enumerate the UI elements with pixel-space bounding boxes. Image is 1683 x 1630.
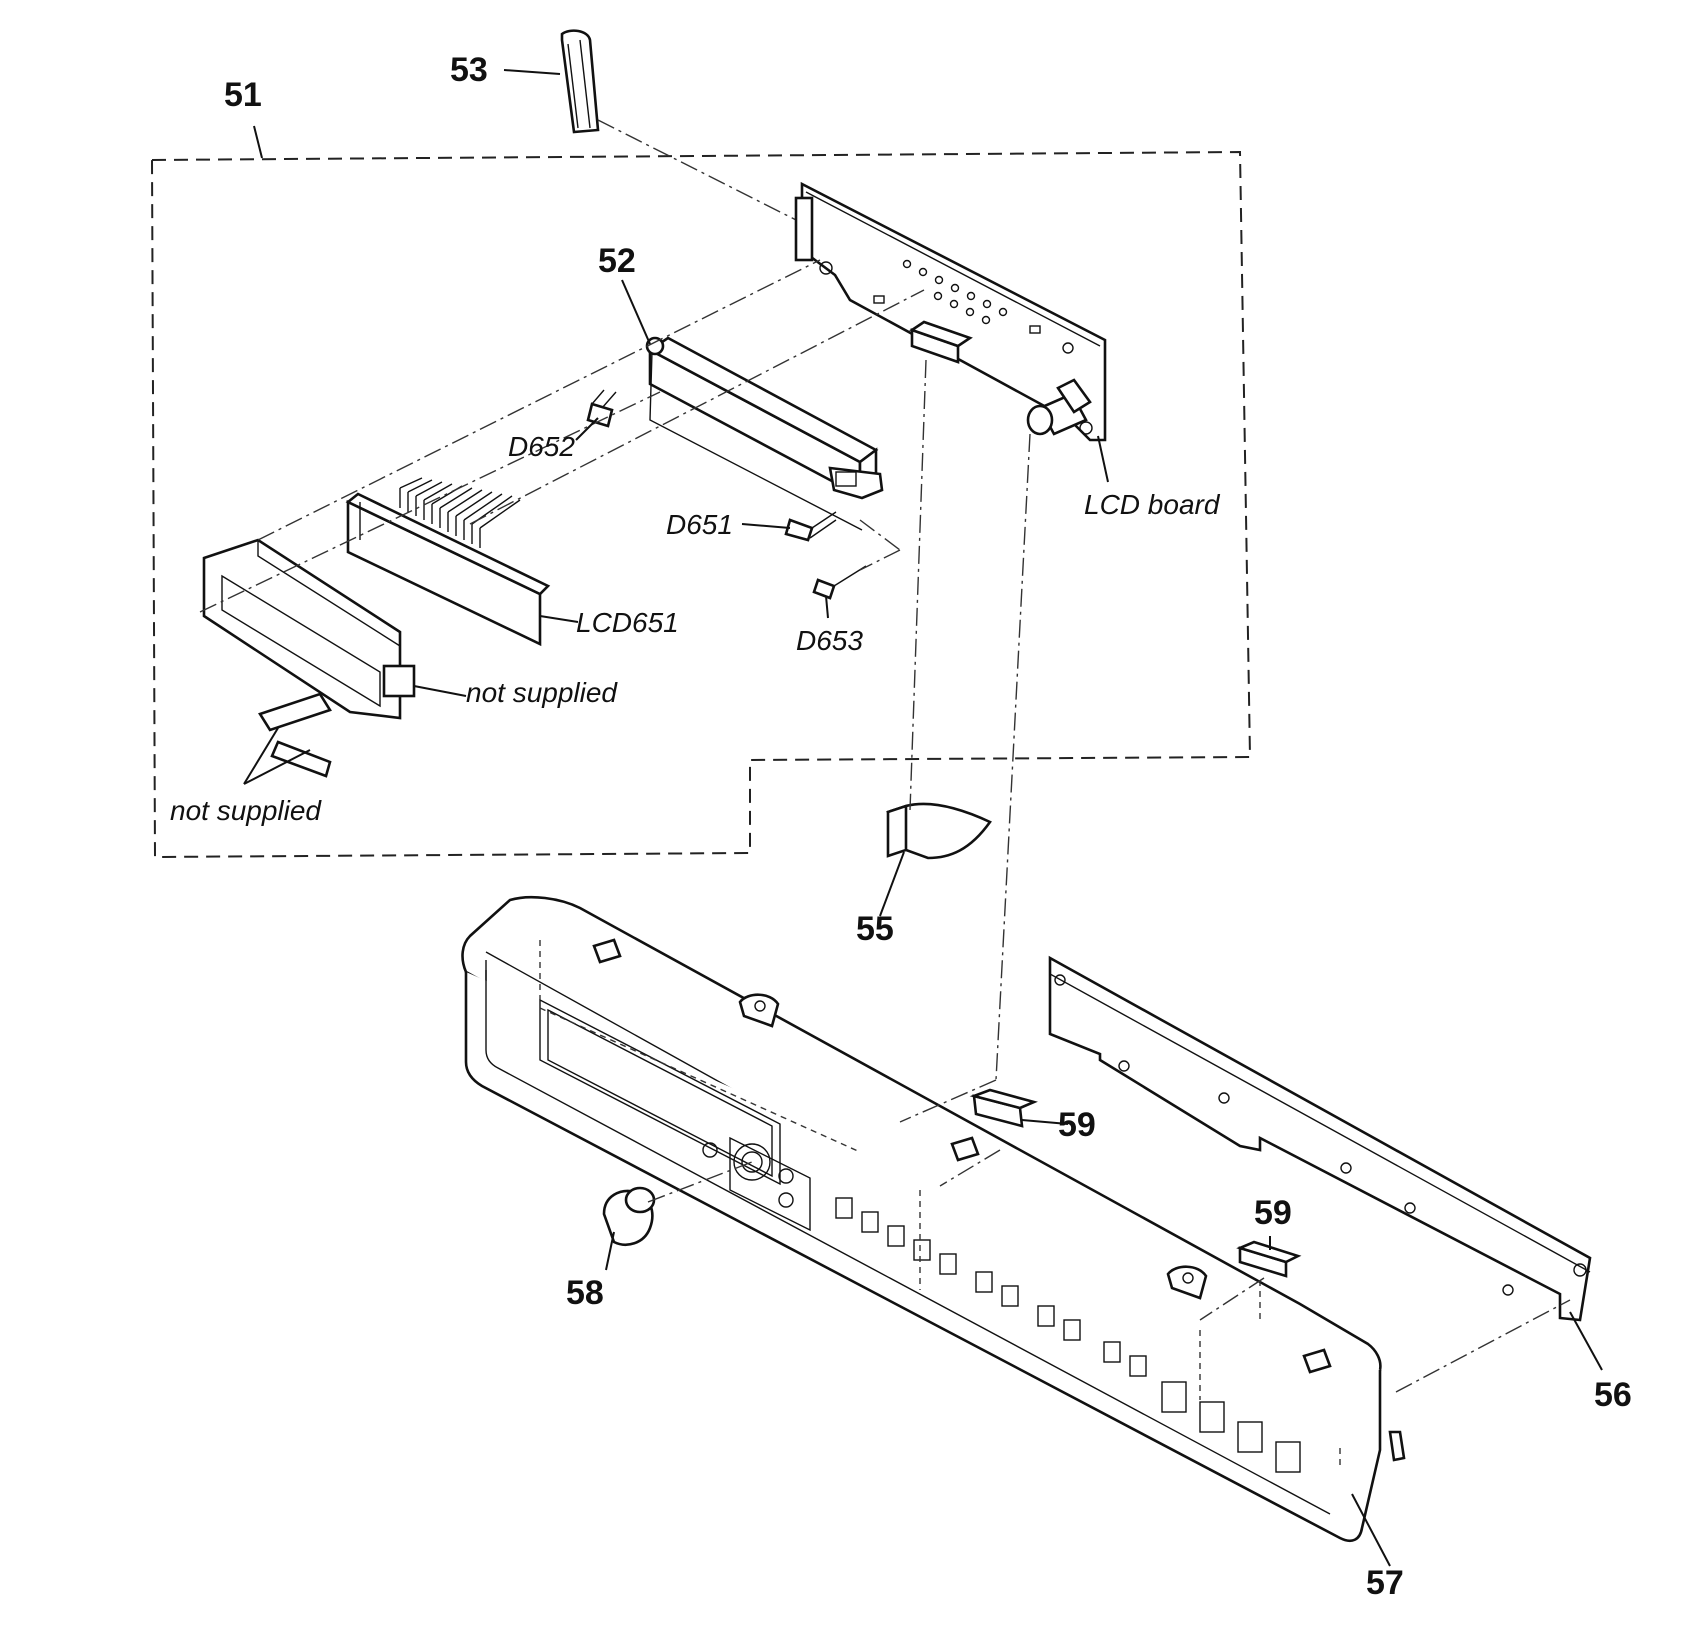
label-not-supplied-1: not supplied	[466, 677, 618, 708]
guide-53-to-lcd-board	[597, 119, 801, 223]
label-52: 52	[598, 242, 636, 280]
label-57: 57	[1366, 1564, 1404, 1602]
led-d652	[586, 389, 617, 428]
part-57-front-panel	[461, 895, 1406, 1542]
led-d653	[812, 565, 867, 600]
part-52-holder	[645, 336, 884, 531]
part-56-board	[1048, 955, 1592, 1322]
part-58-knob	[602, 1186, 656, 1246]
assembly-51-boundary	[150, 150, 1252, 859]
label-51: 51	[224, 76, 262, 114]
leader-lines	[243, 69, 1603, 1567]
part-59-connector-a	[969, 1088, 1038, 1128]
label-d652: D652	[508, 431, 575, 462]
part-59-connector-b	[1236, 1240, 1302, 1278]
label-58: 58	[566, 1274, 604, 1312]
lcd-frame	[202, 538, 416, 778]
label-55: 55	[856, 910, 894, 948]
part-55-flat-cable	[886, 802, 992, 860]
lcd-board	[794, 181, 1107, 442]
label-59-b: 59	[1254, 1194, 1292, 1232]
label-d653: D653	[796, 625, 863, 656]
label-53: 53	[450, 51, 488, 89]
part-53-flat-cable	[560, 29, 600, 134]
led-d651	[784, 511, 837, 542]
label-not-supplied-2: not supplied	[170, 795, 322, 826]
label-56: 56	[1594, 1376, 1632, 1414]
lcd651-panel	[345, 477, 551, 647]
label-59-a: 59	[1058, 1106, 1096, 1144]
guide-lines	[199, 259, 1571, 1470]
label-lcd651: LCD651	[576, 607, 679, 638]
label-lcd-board: LCD board	[1084, 489, 1221, 520]
label-d651: D651	[666, 509, 733, 540]
